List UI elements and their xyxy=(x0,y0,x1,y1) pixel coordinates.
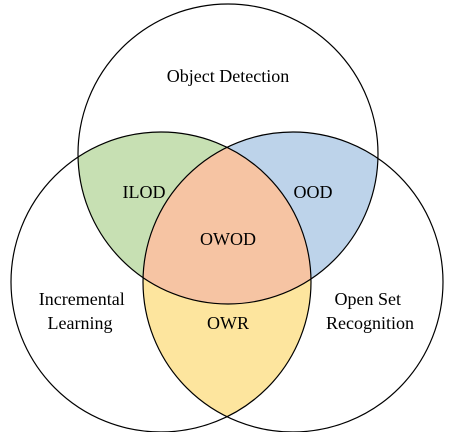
incremental-learning-label-line-2: Learning xyxy=(48,313,113,333)
owod-label: OWOD xyxy=(200,229,256,249)
ilod-label: ILOD xyxy=(123,182,166,202)
ood-label: OOD xyxy=(294,182,333,202)
object-detection-label: Object Detection xyxy=(167,66,289,86)
open-set-recognition-label: Open Set Recognition xyxy=(326,289,414,333)
open-set-recognition-label-line-1: Open Set xyxy=(335,289,402,309)
owr-label: OWR xyxy=(207,313,249,333)
open-set-recognition-circle xyxy=(142,131,444,432)
owod-region xyxy=(143,132,311,304)
incremental-learning-circle xyxy=(10,131,312,432)
incremental-learning-label: Incremental Learning xyxy=(39,289,129,333)
incremental-learning-label-line-1: Incremental xyxy=(39,289,125,309)
object-detection-circle xyxy=(77,3,379,305)
open-set-recognition-label-line-2: Recognition xyxy=(326,313,414,333)
